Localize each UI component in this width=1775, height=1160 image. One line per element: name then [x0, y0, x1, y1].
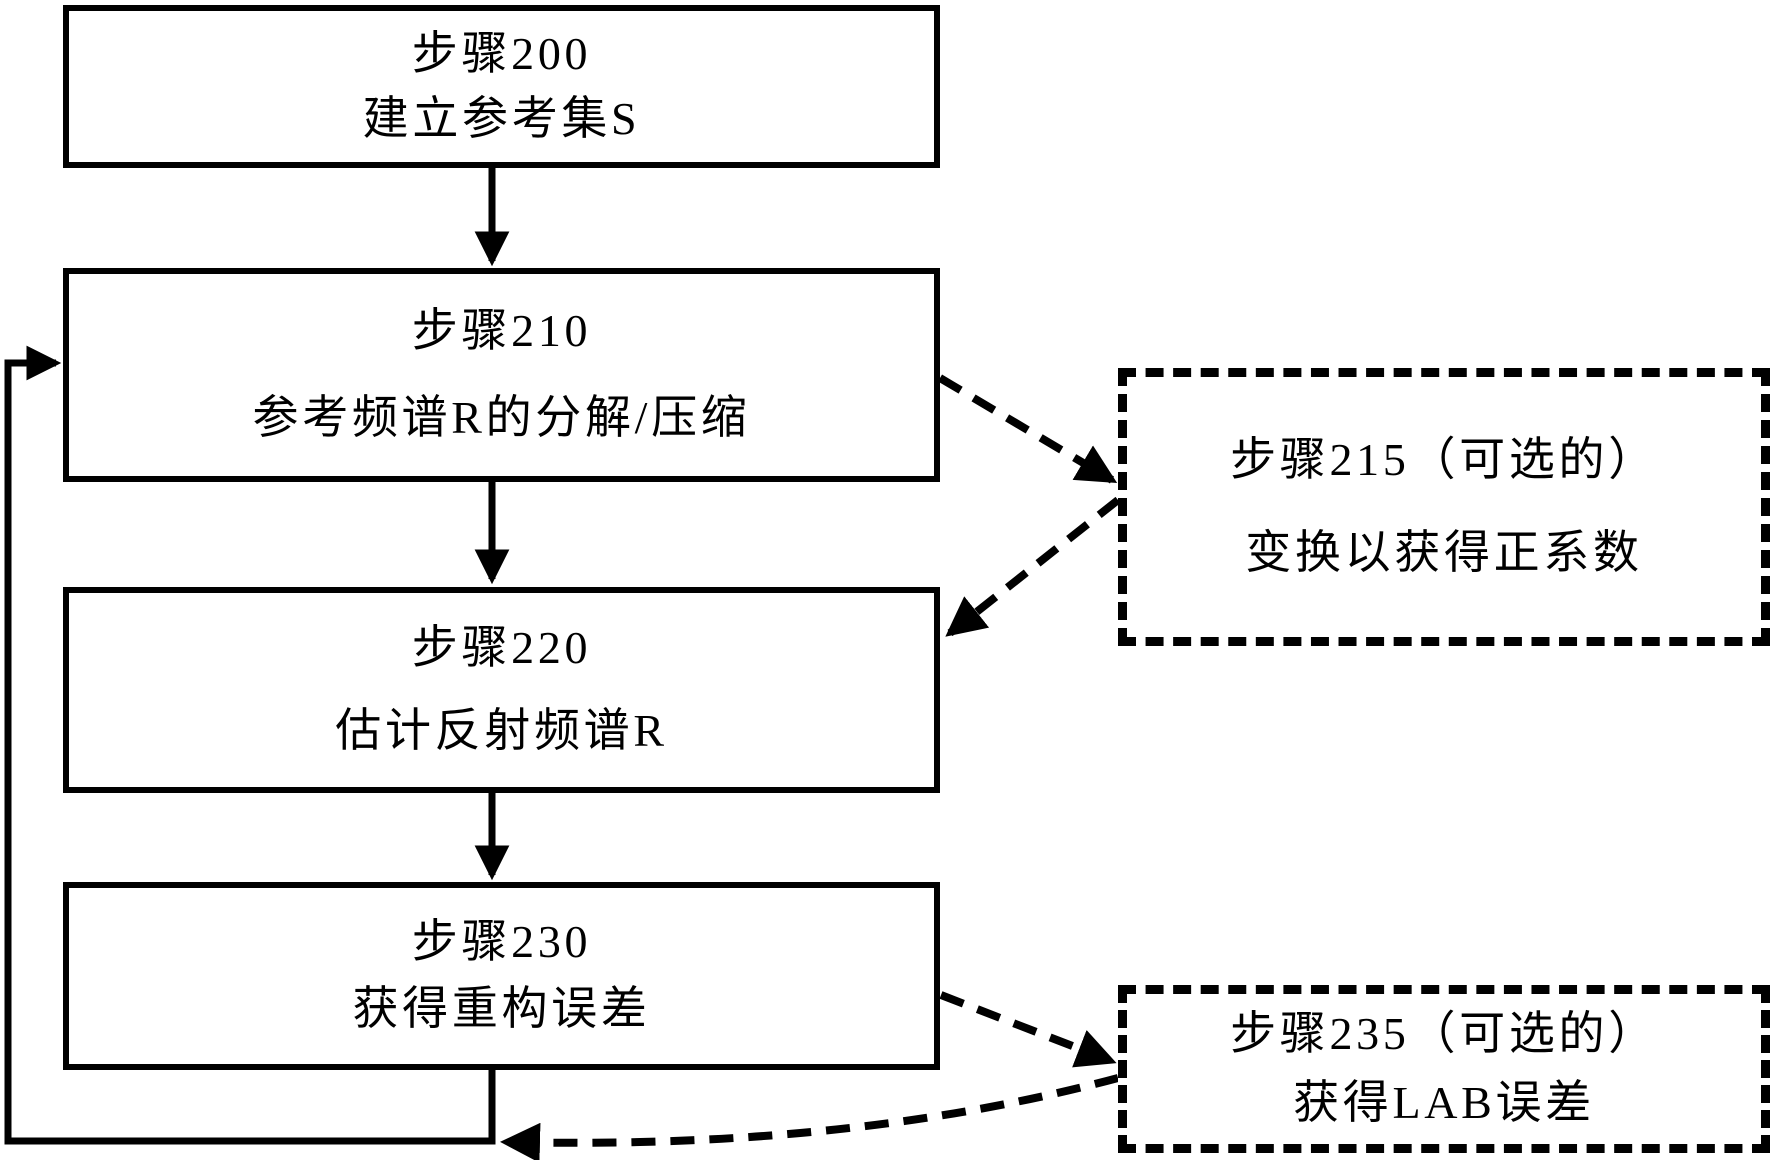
- step-210-title: 步骤210: [411, 305, 592, 357]
- step-230-description: 获得重构误差: [352, 983, 651, 1034]
- dashed-arrow-230-to-235: [939, 991, 1117, 1068]
- step-200-title: 步骤200: [411, 27, 592, 79]
- step-210-description: 参考频谱R的分解/压缩: [252, 392, 751, 443]
- dashed-arrow-210-to-215: [937, 374, 1118, 484]
- step-230-box: 步骤230 获得重构误差: [63, 882, 940, 1070]
- step-200-description: 建立参考集S: [362, 92, 641, 144]
- step-215-title: 步骤215（可选的）: [1230, 434, 1658, 486]
- step-230-title: 步骤230: [411, 916, 592, 968]
- feedback-loop-230-to-210: [4, 345, 496, 1145]
- step-210-box: 步骤210 参考频谱R的分解/压缩: [63, 268, 940, 482]
- step-220-description: 估计反射频谱R: [335, 705, 668, 756]
- step-200-box: 步骤200 建立参考集S: [63, 5, 940, 168]
- step-220-box: 步骤220 估计反射频谱R: [63, 587, 940, 793]
- step-215-description: 变换以获得正系数: [1245, 527, 1643, 578]
- step-235-optional-box: 步骤235（可选的） 获得LAB误差: [1118, 985, 1770, 1153]
- step-235-description: 获得LAB误差: [1293, 1077, 1595, 1128]
- dashed-arrow-215-to-220: [945, 496, 1121, 637]
- step-235-title: 步骤235（可选的）: [1230, 1008, 1658, 1060]
- dashed-arrow-235-to-feedback: [500, 1074, 1120, 1160]
- step-220-title: 步骤220: [411, 622, 592, 674]
- step-215-optional-box: 步骤215（可选的） 变换以获得正系数: [1118, 368, 1770, 646]
